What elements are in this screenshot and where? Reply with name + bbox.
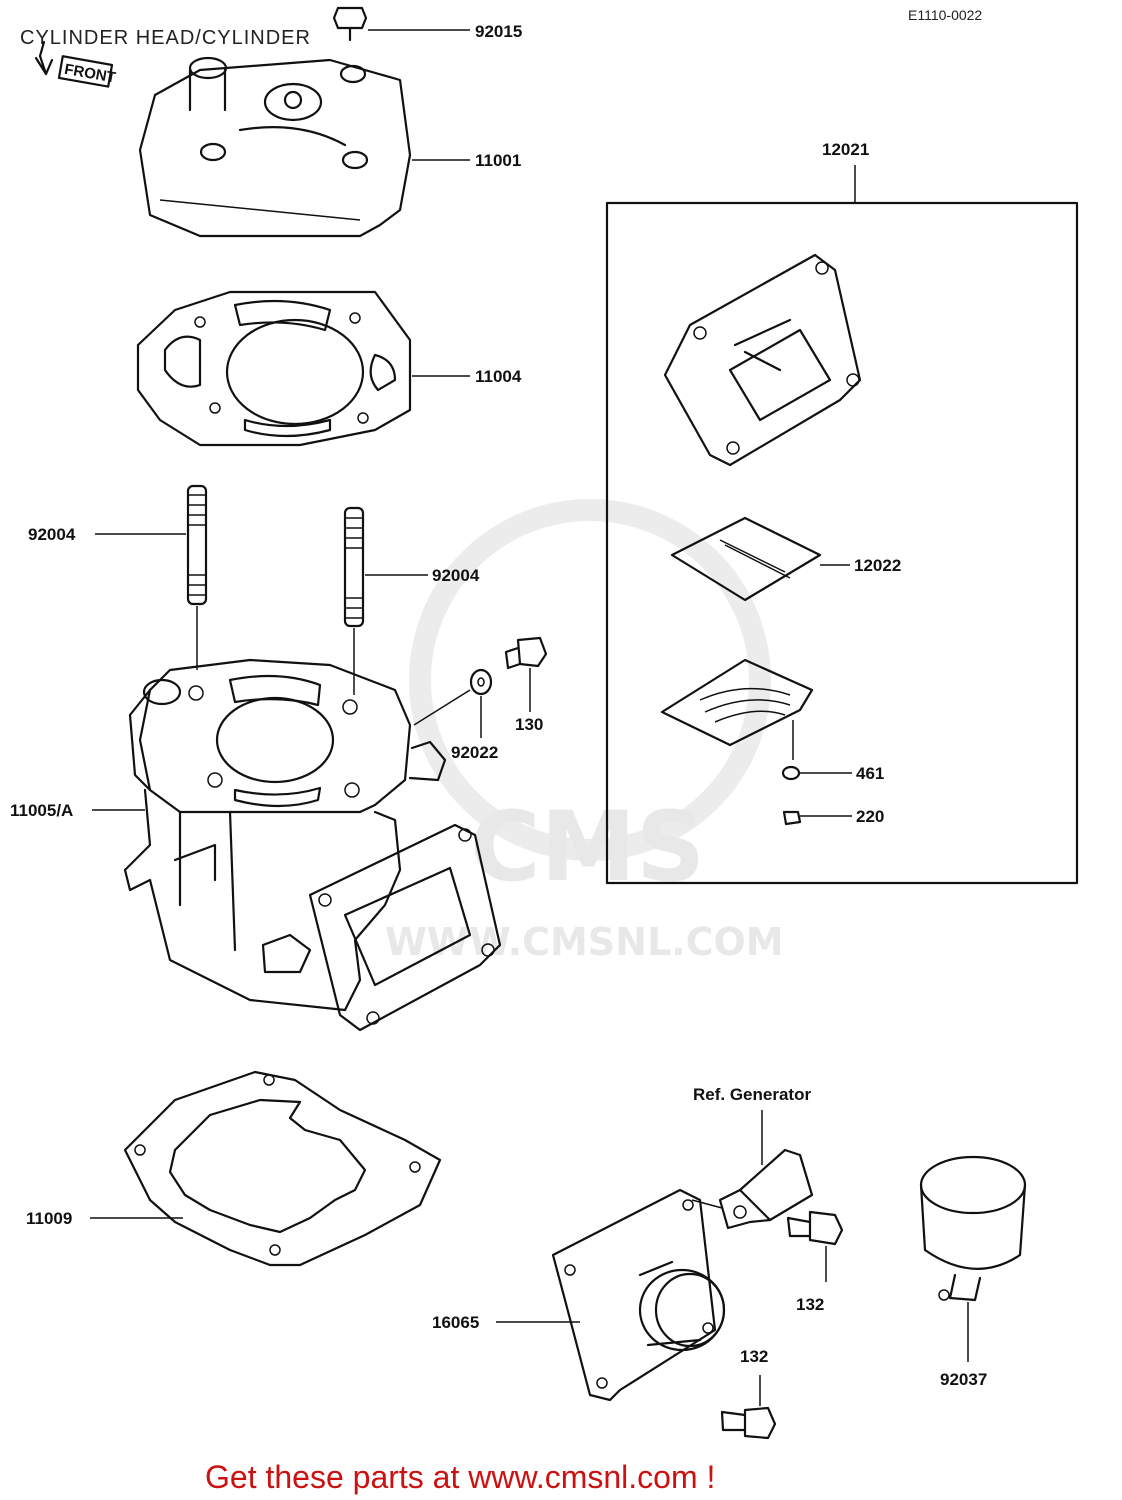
part-label-92022: 92022	[451, 743, 498, 762]
watermark-logo-icon	[409, 499, 771, 861]
part-11009-base-gasket-icon	[123, 1070, 442, 1267]
part-label-12021: 12021	[822, 140, 869, 159]
part-92015-bolt-icon	[332, 6, 368, 42]
part-label-92004-left: 92004	[28, 525, 76, 544]
part-16065-intake-manifold-icon	[551, 1188, 726, 1402]
part-label-92004-right: 92004	[432, 566, 480, 585]
part-label-92037: 92037	[940, 1370, 987, 1389]
part-label-130: 130	[515, 715, 543, 734]
leader-92022-to-cylinder	[413, 689, 471, 726]
part-label-220: 220	[856, 807, 884, 826]
part-132-bolt-lower-icon	[720, 1406, 777, 1440]
part-label-132-upper: 132	[796, 1295, 824, 1314]
watermark-brand: CMS	[470, 791, 705, 903]
part-label-92015: 92015	[475, 22, 522, 41]
part-label-461: 461	[856, 764, 884, 783]
part-label-11001: 11001	[475, 151, 521, 170]
watermark-url: WWW.CMSNL.COM	[385, 920, 784, 964]
part-92022-washer-icon	[469, 668, 493, 696]
part-label-11009: 11009	[26, 1209, 72, 1228]
part-11004-head-gasket-icon	[136, 290, 412, 447]
part-reed-stopper-icon	[660, 658, 814, 747]
part-92004-stud-left-icon	[186, 484, 208, 606]
part-generator-bracket-icon	[718, 1148, 814, 1230]
part-461-washer-icon	[781, 765, 801, 781]
part-label-132-lower: 132	[740, 1347, 768, 1366]
footer-link[interactable]: Get these parts at www.cmsnl.com !	[205, 1459, 715, 1495]
group-12021-box	[605, 201, 1079, 885]
part-11005a-cylinder-icon	[123, 658, 502, 1032]
watermark: CMS WWW.CMSNL.COM	[385, 499, 784, 964]
part-92037-clamp-icon	[919, 1155, 1027, 1302]
part-label-11004: 11004	[475, 367, 522, 386]
diagram-title: CYLINDER HEAD/CYLINDER	[20, 27, 311, 49]
part-11001-cylinder-head-icon	[138, 56, 412, 238]
part-92004-stud-right-icon	[343, 506, 365, 628]
part-132-bolt-upper-icon	[786, 1210, 844, 1246]
front-arrow-icon: FRONT	[34, 40, 117, 88]
part-130-bolt-icon	[504, 636, 548, 670]
part-220-screw-icon	[782, 810, 802, 826]
part-label-16065: 16065	[432, 1313, 479, 1332]
part-label-12022: 12022	[854, 556, 901, 575]
ref-generator-label: Ref. Generator	[693, 1085, 811, 1104]
part-label-11005a: 11005/A	[10, 801, 73, 820]
part-12021-reed-block-icon	[663, 253, 862, 467]
leader-bracket-to-manifold	[691, 1199, 723, 1209]
part-12022-reed-petal-icon	[670, 516, 822, 602]
diagram-ref-code: E1110-0022	[908, 7, 982, 23]
